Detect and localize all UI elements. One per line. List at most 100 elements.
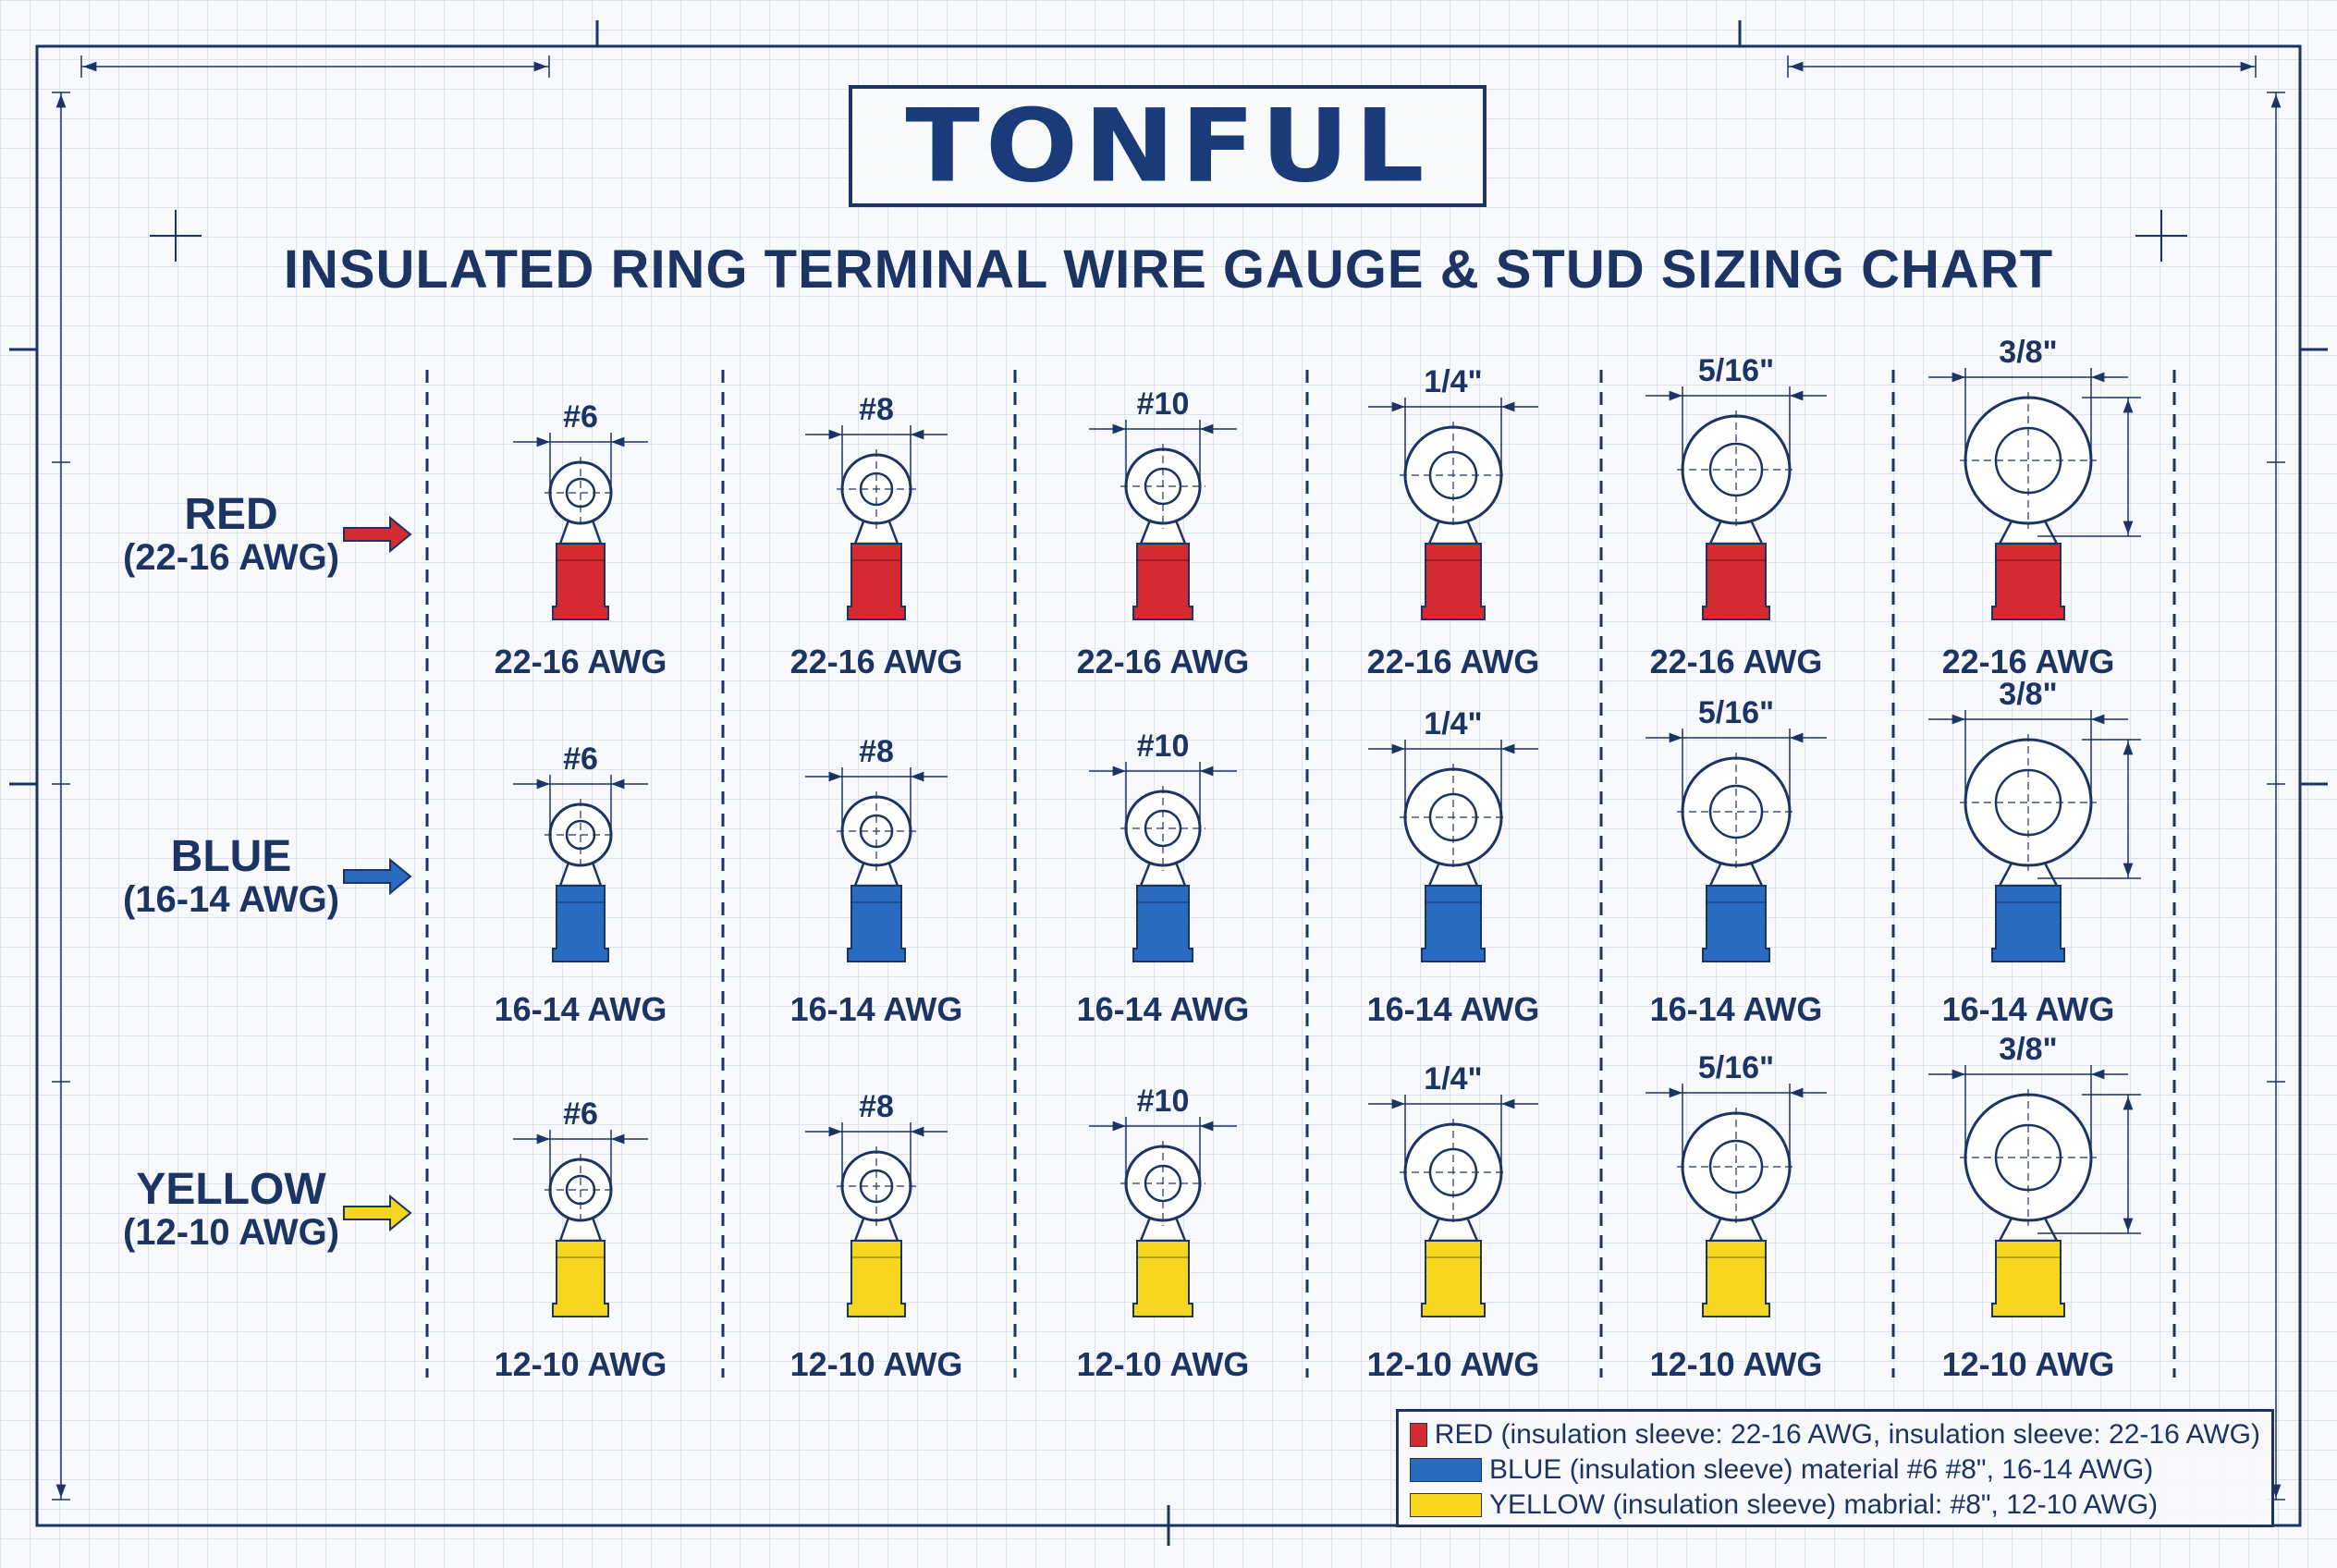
row-range: (22-16 AWG) — [122, 537, 340, 579]
arrowhead — [2123, 399, 2134, 413]
terminal-red-4: 5/16"22-16 AWG — [1646, 353, 1827, 680]
arrowhead — [2091, 372, 2105, 383]
awg-label: 16-14 AWG — [1077, 990, 1250, 1028]
stud-size-label: #10 — [1137, 729, 1190, 764]
arrowhead — [828, 771, 842, 782]
awg-label: 12-10 AWG — [495, 1345, 667, 1383]
arrowhead — [1501, 1098, 1515, 1109]
arrowhead — [83, 61, 97, 72]
awg-label: 12-10 AWG — [1077, 1345, 1250, 1383]
stud-size-label: #6 — [563, 1096, 598, 1132]
arrowhead — [611, 436, 625, 447]
color-legend: RED (insulation sleeve: 22-16 AWG, insul… — [1396, 1409, 2274, 1527]
arrowhead — [2123, 1096, 2134, 1110]
awg-label: 12-10 AWG — [1942, 1345, 2115, 1383]
row-label-yellow: YELLOW (12-10 AWG) — [55, 1165, 407, 1254]
row-range: (16-14 AWG) — [122, 879, 340, 921]
legend-swatch — [1410, 1423, 1427, 1447]
arrowhead — [1391, 743, 1405, 754]
terminal-blue-5: 3/8" 16-14 AWG — [1928, 677, 2141, 1028]
insulation-sleeve — [1132, 885, 1193, 962]
arrowhead — [1952, 372, 1965, 383]
awg-label: 12-10 AWG — [790, 1345, 963, 1383]
row-name: YELLOW — [136, 1165, 326, 1214]
arrowhead — [828, 429, 842, 440]
frame-lines — [9, 20, 2328, 1546]
insulation-sleeve — [1702, 885, 1770, 962]
terminal-yellow-3: 1/4"12-10 AWG — [1367, 1061, 1540, 1383]
awg-label: 16-14 AWG — [1650, 990, 1823, 1028]
stud-size-label: #8 — [859, 392, 894, 427]
terminal-blue-1: #816-14 AWG — [790, 734, 963, 1028]
awg-label: 22-16 AWG — [1077, 643, 1250, 680]
insulation-sleeve — [1421, 885, 1486, 962]
arrowhead — [1952, 714, 1965, 725]
arrowhead — [2123, 521, 2134, 534]
arrowhead — [1391, 401, 1405, 412]
awg-label: 22-16 AWG — [495, 643, 667, 680]
stud-size-label: #10 — [1137, 1084, 1190, 1119]
yellow-arrow-icon — [343, 1194, 412, 1232]
logo-text: TONFUL — [905, 87, 1430, 205]
arrowhead — [1790, 61, 1804, 72]
terminal-red-5: 3/8"22-16 AWG — [1928, 335, 2141, 680]
legend-text: YELLOW (insulation sleeve) mabrial: #8",… — [1489, 1489, 2159, 1520]
arrowhead — [1501, 743, 1515, 754]
arrowhead — [1669, 732, 1682, 743]
terminal-blue-3: 1/4"16-14 AWG — [1367, 706, 1540, 1028]
arrowhead — [2270, 94, 2282, 108]
terminal-red-0: #622-16 AWG — [495, 399, 667, 680]
stud-size-label: #8 — [859, 1089, 894, 1124]
legend-swatch — [1410, 1493, 1482, 1517]
awg-label: 16-14 AWG — [1942, 990, 2115, 1028]
awg-label: 16-14 AWG — [495, 990, 667, 1028]
stud-size-label: 5/16" — [1698, 695, 1774, 730]
legend-text: BLUE (insulation sleeve) material #6 #8"… — [1489, 1454, 2154, 1485]
arrowhead — [911, 1126, 924, 1137]
insulation-sleeve — [1421, 1240, 1486, 1317]
arrowhead — [533, 61, 547, 72]
insulation-sleeve — [847, 543, 906, 620]
insulation-sleeve — [847, 1240, 906, 1317]
arrowhead — [536, 1133, 550, 1145]
arrowhead — [55, 1484, 67, 1498]
row-name: RED — [184, 490, 278, 539]
arrowhead — [1790, 732, 1804, 743]
insulation-sleeve — [1421, 543, 1486, 620]
blue-arrow-icon — [343, 857, 412, 896]
stud-size-label: 3/8" — [1999, 677, 2057, 712]
terminal-yellow-4: 5/16"12-10 AWG — [1646, 1050, 1827, 1383]
awg-label: 12-10 AWG — [1650, 1345, 1823, 1383]
awg-label: 22-16 AWG — [790, 643, 963, 680]
row-range: (12-10 AWG) — [122, 1212, 340, 1254]
insulation-sleeve — [552, 543, 609, 620]
column-dividers — [343, 370, 2176, 1378]
arrowhead — [2123, 863, 2134, 876]
insulation-sleeve — [1991, 1240, 2065, 1317]
terminal-blue-2: #10 16-14 AWG — [1077, 729, 1250, 1028]
stud-size-label: 3/8" — [1999, 335, 2057, 370]
stud-size-label: 1/4" — [1424, 706, 1482, 741]
stud-size-label: 1/4" — [1424, 1061, 1482, 1096]
insulation-sleeve — [1132, 1240, 1193, 1317]
insulation-sleeve — [1702, 543, 1770, 620]
row-label-blue: BLUE (16-14 AWG) — [55, 833, 407, 921]
arrowhead — [55, 94, 67, 108]
legend-text: RED (insulation sleeve: 22-16 AWG, insul… — [1434, 1419, 2260, 1450]
arrowhead — [911, 429, 924, 440]
legend-item-yellow: YELLOW (insulation sleeve) mabrial: #8",… — [1410, 1488, 2260, 1523]
arrowhead — [2240, 61, 2254, 72]
arrowhead — [536, 778, 550, 790]
terminal-yellow-1: #8 12-10 AWG — [790, 1089, 963, 1383]
red-arrow-icon — [343, 515, 412, 554]
arrowhead — [828, 1126, 842, 1137]
arrowhead — [1200, 423, 1214, 435]
terminal-yellow-2: #10 12-10 AWG — [1077, 1084, 1250, 1383]
arrowhead — [1200, 766, 1214, 777]
arrowhead — [1790, 390, 1804, 401]
arrowhead — [1200, 1121, 1214, 1132]
stud-size-label: #6 — [563, 741, 598, 777]
terminal-red-3: 1/4"22-16 AWG — [1367, 364, 1540, 680]
